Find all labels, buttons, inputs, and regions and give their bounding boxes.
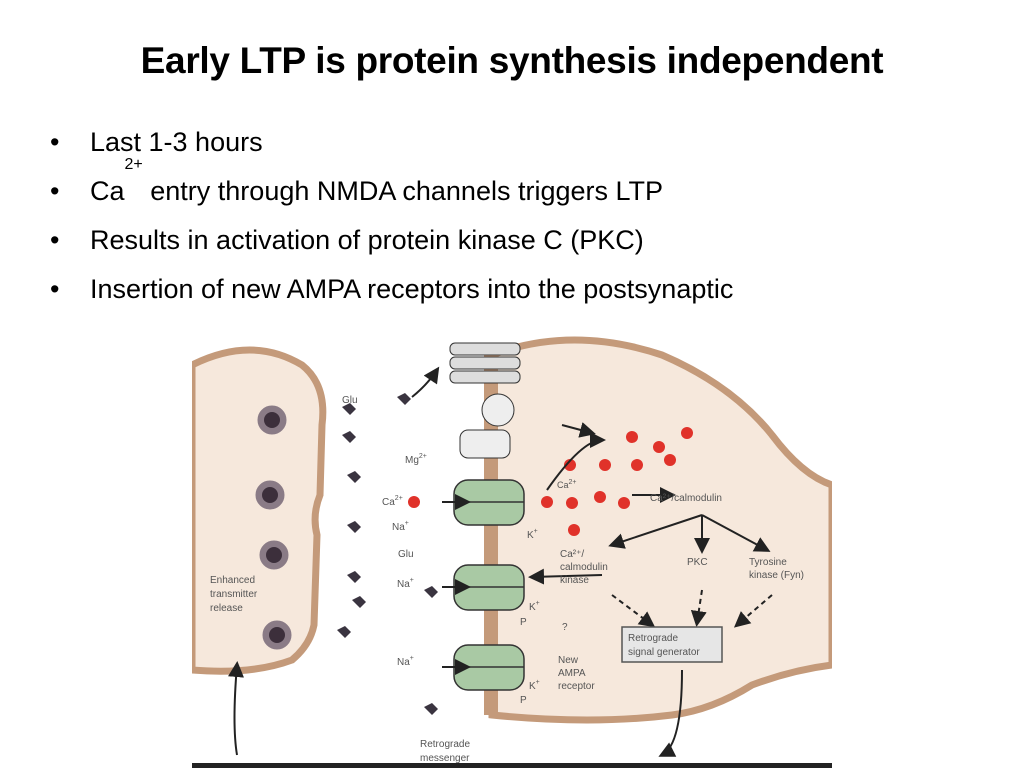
label-k-2: K+ [529,600,540,613]
bullet-text-prefix: Ca [90,176,125,206]
label-messenger-1: Retrograde [420,739,470,750]
slide-title: Early LTP is protein synthesis independe… [140,40,884,81]
bullet-item: • Insertion of new AMPA receptors into th… [50,265,733,314]
glutamate-molecules [337,393,438,715]
presynaptic-terminal [192,346,327,675]
label-new-ampa-2: AMPA [558,668,586,679]
label-ca-inside: Ca2+ [557,479,577,490]
label-glu-top: Glu [342,395,358,406]
bullet-text: Results in activation of protein kinase … [90,225,644,255]
label-ca-calmodulin: Ca²⁺/calmodulin [650,493,722,504]
label-k-3: K+ [529,679,540,692]
label-mg: Mg2+ [405,453,427,466]
label-enhanced-3: release [210,603,243,614]
label-tyrosine-1: Tyrosine [749,557,787,568]
bullet-glyph: • [50,176,60,206]
label-tyrosine-2: kinase (Fyn) [749,570,804,581]
synaptic-vesicles [252,402,295,653]
label-retro-1: Retrograde [628,633,678,644]
bullet-text: entry through NMDA channels triggers LTP [142,176,664,206]
label-pkc: PKC [687,557,708,568]
bullet-text: Last 1-3 hours [90,127,263,157]
label-p-2: P [520,695,527,706]
bullet-superscript: 2+ [124,156,143,173]
label-k-1: K+ [527,528,538,541]
bullet-glyph: • [50,225,60,255]
label-na-3: Na+ [397,655,414,668]
bullet-item: • Last 1-3 hours [50,118,733,167]
metabotropic-receptor-icon [449,342,521,459]
label-question: ? [562,622,568,633]
label-messenger-2: messenger [420,753,470,764]
bullet-item: • Ca 2+ entry through NMDA channels trigge… [50,157,733,216]
bullet-text: Insertion of new AMPA receptors into the… [90,274,734,304]
label-glu-2: Glu [398,549,414,560]
label-new-ampa-3: receptor [558,681,595,692]
label-p-1: P [520,617,527,628]
label-retro-2: signal generator [628,647,700,658]
label-ca-left: Ca2+ [382,495,403,508]
figure-bottom-bar [192,763,832,768]
label-camk-1: Ca²⁺/ [560,549,584,560]
bullet-glyph: • [50,274,60,304]
calcium-ions [408,427,693,536]
retrograde-signal-generator-box [621,626,723,663]
label-na-1: Na+ [392,520,409,533]
label-camk-3: kinase [560,575,589,586]
label-enhanced-2: transmitter [210,589,258,600]
ampa-channel [453,564,525,611]
label-na-2: Na+ [397,577,414,590]
bullet-item: • Results in activation of protein kinase… [50,216,733,265]
label-enhanced-1: Enhanced [210,575,255,586]
bullet-list: • Last 1-3 hours • Ca 2+ entry through NMDA… [50,118,733,314]
ltp-synapse-diagram: Glu Mg2+ Ca2+ Na+ Glu Na+ Na+ K+ K+ K+ P… [192,325,832,768]
label-camk-2: calmodulin [560,562,608,573]
label-new-ampa-1: New [558,655,579,666]
bullet-glyph: • [50,127,60,157]
